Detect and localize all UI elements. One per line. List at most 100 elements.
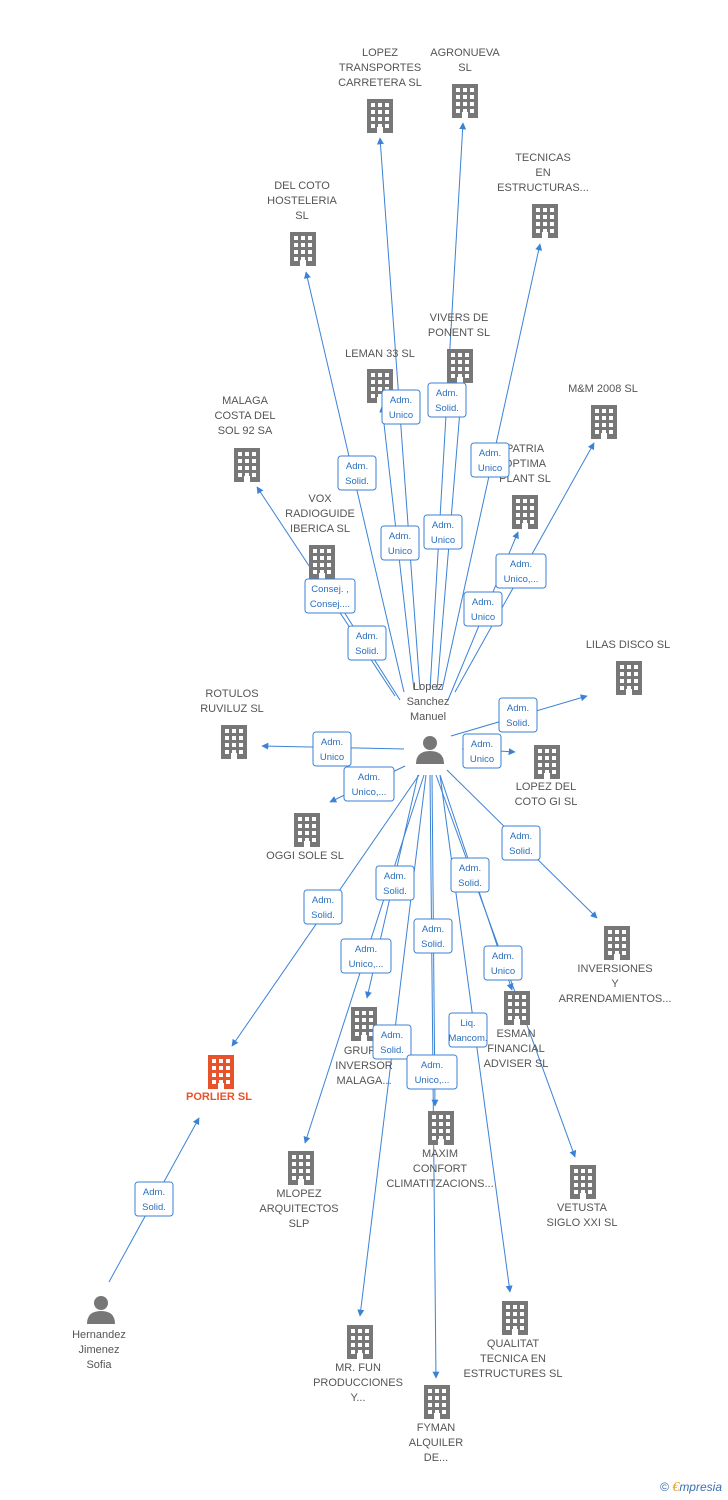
node-tecnicas[interactable]: TECNICASENESTRUCTURAS... [497,152,589,238]
edge-labels-layer: Adm.UnicoAdm.UnicoAdm.UnicoAdm.Solid.Adm… [134,382,547,1217]
building-icon [616,661,642,695]
edge-label-text: Solid. [383,886,407,897]
edge-label-text: Adm. [492,951,514,962]
node-label-line: TECNICAS [515,152,571,164]
building-icon [532,204,558,238]
node-fyman[interactable]: FYMANALQUILERDE... [409,1385,463,1464]
edge-label-patria[interactable]: Adm.Unico [463,591,503,627]
node-porlier[interactable]: PORLIER SL [186,1055,252,1103]
edge-label-text: Adm. [436,388,458,399]
node-lilas[interactable]: LILAS DISCO SL [586,639,670,695]
edge-label-mlopez[interactable]: Adm. Unico,... [340,938,392,974]
node-inversiones[interactable]: INVERSIONES Y ARRENDAMIENTOS... [559,926,672,1005]
node-label-line: ESTRUCTURES SL [463,1368,562,1380]
edge-label-porlier[interactable]: Adm.Solid. [134,1181,174,1217]
node-label-line: Hernandez [72,1329,126,1341]
edge-label-mr_fun[interactable]: Adm.Solid. [372,1024,412,1060]
building-icon [604,926,630,960]
edge-label-text: Adm. [321,737,343,748]
center-label-line: Manuel [410,711,446,723]
edge-label-lilas[interactable]: Adm.Solid. [498,697,538,733]
building-icon [534,745,560,779]
edge-label-text: Unico [431,535,455,546]
edge-label-text: Adm. [355,944,377,955]
node-label-line: ESMAN [496,1028,535,1040]
edge-label-text: Unico,... [415,1075,450,1086]
edge-label-text: Solid. [355,646,379,657]
node-maxim[interactable]: MAXIMCONFORTCLIMATITZACIONS... [386,1111,494,1190]
edge-label-agronueva[interactable]: Adm.Unico [423,514,463,550]
edge-label-malaga_costa[interactable]: Consej. ,Consej.... [304,578,356,614]
node-label-line: CONFORT [413,1163,467,1175]
edge-label-maxim[interactable]: Adm.Solid. [413,918,453,954]
node-label-line: CARRETERA SL [338,77,422,89]
edge-label-text: Adm. [471,739,493,750]
edge-label-vox[interactable]: Adm.Solid. [347,625,387,661]
node-label-line: PORLIER SL [186,1091,252,1103]
building-icon [347,1325,373,1359]
center-label-line: Sanchez [407,696,450,708]
edge-label-qualitat[interactable]: Liq.Mancom. [448,1012,488,1048]
node-grupo[interactable]: GRUPOINVERSORMALAGA... [335,1007,393,1087]
node-label-line: VIVERS DE [430,312,489,324]
edge-label-porlier[interactable]: Adm.Solid. [303,889,343,925]
edge-label-text: Solid. [380,1045,404,1056]
brand-name: mpresia [679,1480,722,1494]
node-label-line: RUVILUZ SL [200,703,264,715]
edge-label-text: Solid. [421,939,445,950]
building-icon [208,1055,234,1089]
edge-label-del_coto[interactable]: Adm.Solid. [337,455,377,491]
node-mm2008[interactable]: M&M 2008 SL [568,383,638,439]
node-oggi[interactable]: OGGI SOLE SL [266,813,344,862]
edge-label-text: Adm. [312,895,334,906]
edge-label-mm2008[interactable]: Adm.Unico,... [495,553,547,589]
edge-label-esman[interactable]: Adm.Solid. [450,857,490,893]
node-label-line: ADVISER SL [484,1058,549,1070]
edge-label-vivers[interactable]: Adm.Solid. [427,382,467,418]
edge-label-lopez_coto_gi[interactable]: Adm.Unico [462,733,502,769]
building-icon [452,84,478,118]
edge-label-oggi[interactable]: Adm.Unico,... [343,766,395,802]
edge-label-text: Solid. [142,1202,166,1213]
node-label-line: TRANSPORTES [339,62,421,74]
node-label-line: Y [611,978,619,990]
building-icon [447,349,473,383]
edge-label-text: Unico [320,752,344,763]
edge-label-vetusta[interactable]: Adm. Unico [483,945,523,981]
edge-label-text: Unico [491,966,515,977]
edge-label-text: Unico [389,410,413,421]
edge-label-leman[interactable]: Adm.Unico [380,525,420,561]
edge-label-text: Adm. [510,831,532,842]
node-label-line: INVERSIONES [577,963,652,975]
edge-label-inversiones[interactable]: Adm.Solid. [501,825,541,861]
building-icon [428,1111,454,1145]
node-label-line: ARRENDAMIENTOS... [559,993,672,1005]
edge-label-tecnicas[interactable]: Adm.Unico [470,442,510,478]
edge-label-text: Consej.... [310,599,350,610]
edge-label-rotulos[interactable]: Adm. Unico [312,731,352,767]
person-icon [87,1296,115,1324]
edge-label-text: Adm. [358,772,380,783]
edge-label-grupo[interactable]: Adm.Solid. [375,865,415,901]
edge-label-lopez_transportes[interactable]: Adm.Unico [381,389,421,425]
node-mr_fun[interactable]: MR. FUNPRODUCCIONESY... [313,1325,403,1404]
node-label-line: M&M 2008 SL [568,383,638,395]
edge-label-text: Unico,... [349,959,384,970]
node-label-line: MAXIM [422,1148,458,1160]
edge-label-fyman[interactable]: Adm.Unico,... [406,1054,458,1090]
